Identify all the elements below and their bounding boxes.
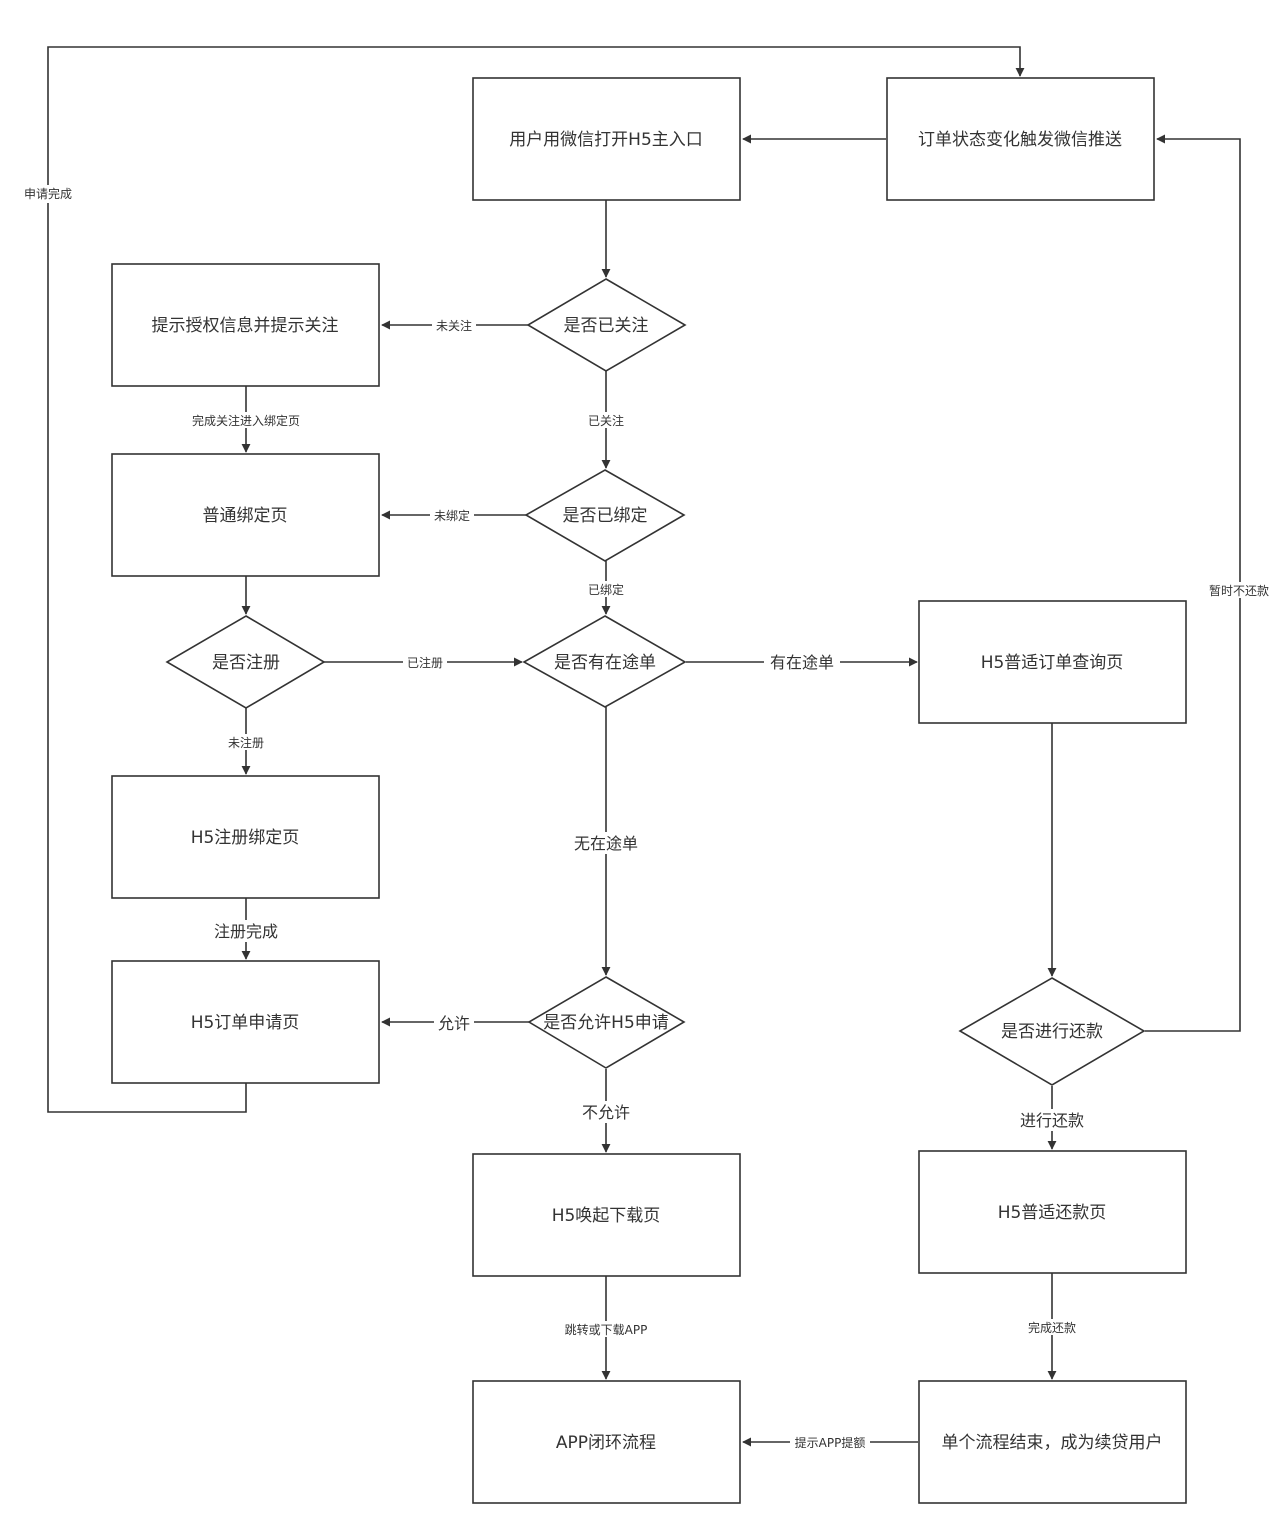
- node-push: 订单状态变化触发微信推送: [886, 77, 1155, 201]
- edge-label-follow-done: 完成关注进入绑定页: [192, 413, 300, 428]
- node-order-apply: H5订单申请页: [111, 960, 380, 1084]
- decision-followed: 是否已关注: [526, 278, 687, 372]
- edge-label-bound: 已绑定: [588, 582, 624, 597]
- edge-label-register-done: 注册完成: [214, 922, 278, 941]
- edge-label-jump-download: 跳转或下载APP: [565, 1322, 648, 1337]
- decision-repay: 是否进行还款: [958, 977, 1146, 1086]
- edge-label-apply-done: 申请完成: [24, 186, 72, 201]
- node-download: H5唤起下载页: [472, 1153, 741, 1277]
- decision-inflight: 是否有在途单: [522, 615, 687, 708]
- edge-label-not-registered: 未注册: [228, 735, 264, 750]
- edge-label-not-allow: 不允许: [582, 1103, 630, 1122]
- node-auth: 提示授权信息并提示关注: [111, 263, 380, 387]
- node-auth-label: 提示授权信息并提示关注: [152, 316, 339, 336]
- edge-label-not-bound: 未绑定: [434, 508, 470, 523]
- edge-label-not-followed: 未关注: [436, 318, 472, 333]
- node-register-bind: H5注册绑定页: [111, 775, 380, 899]
- node-register-bind-label: H5注册绑定页: [191, 828, 300, 848]
- decision-inflight-label: 是否有在途单: [554, 653, 656, 673]
- decision-allow: 是否允许H5申请: [527, 976, 686, 1069]
- node-entry-label: 用户用微信打开H5主入口: [509, 130, 703, 150]
- node-app-loop-label: APP闭环流程: [556, 1433, 656, 1453]
- node-order-query-label: H5普适订单查询页: [981, 653, 1124, 673]
- edge-label-no-inflight: 无在途单: [574, 834, 638, 853]
- node-repay: H5普适还款页: [918, 1150, 1187, 1274]
- decision-bound-label: 是否已绑定: [563, 506, 648, 526]
- edge-label-registered: 已注册: [407, 655, 443, 670]
- node-bind: 普通绑定页: [111, 453, 380, 577]
- node-end-label: 单个流程结束，成为续贷用户: [942, 1433, 1163, 1453]
- node-entry: 用户用微信打开H5主入口: [472, 77, 741, 201]
- node-end: 单个流程结束，成为续贷用户: [918, 1380, 1187, 1504]
- decision-repay-label: 是否进行还款: [1001, 1022, 1103, 1042]
- node-download-label: H5唤起下载页: [552, 1206, 661, 1226]
- node-order-query: H5普适订单查询页: [918, 600, 1187, 724]
- node-push-label: 订单状态变化触发微信推送: [918, 130, 1122, 150]
- decision-registered-label: 是否注册: [212, 653, 280, 673]
- edge-label-followed: 已关注: [588, 413, 624, 428]
- node-bind-label: 普通绑定页: [203, 506, 288, 526]
- decision-followed-label: 是否已关注: [564, 316, 649, 336]
- edge-label-repay-done: 完成还款: [1028, 1320, 1076, 1335]
- decision-allow-label: 是否允许H5申请: [543, 1013, 669, 1033]
- node-app-loop: APP闭环流程: [472, 1380, 741, 1504]
- edge-label-temp-no-repay: 暂时不还款: [1209, 584, 1269, 598]
- edge-label-has-inflight: 有在途单: [770, 653, 834, 672]
- edge-label-allow: 允许: [438, 1014, 470, 1033]
- edge-label-prompt-app: 提示APP提额: [795, 1435, 866, 1450]
- node-repay-label: H5普适还款页: [998, 1203, 1107, 1223]
- node-order-apply-label: H5订单申请页: [191, 1013, 300, 1033]
- decision-bound: 是否已绑定: [524, 469, 686, 562]
- edge-label-do-repay: 进行还款: [1020, 1111, 1084, 1130]
- decision-registered: 是否注册: [165, 615, 326, 709]
- edge-apply-done: [47, 46, 1025, 1113]
